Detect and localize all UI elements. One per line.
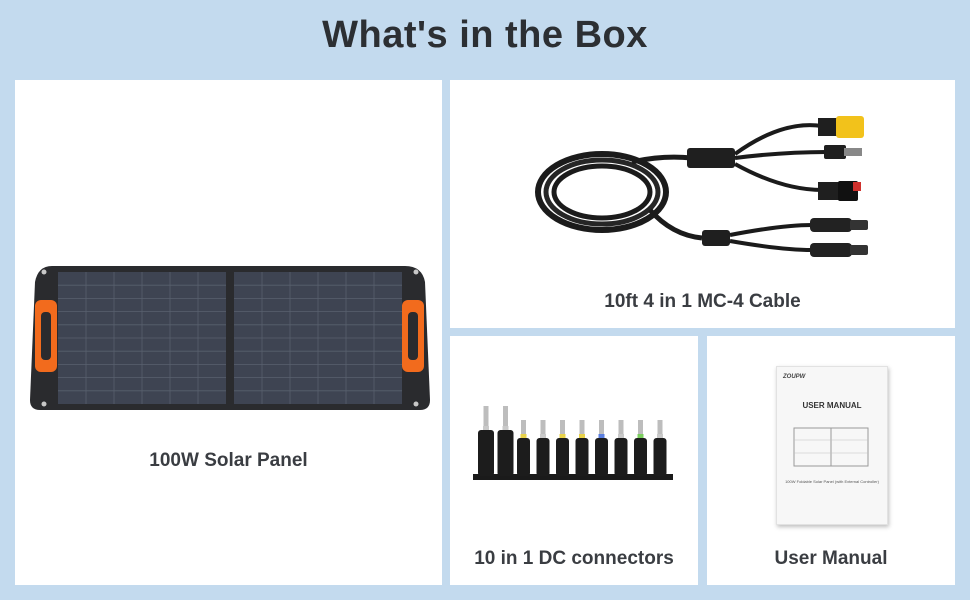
dc-connector-color-ring bbox=[502, 426, 509, 430]
dc-connector-color-ring bbox=[579, 434, 585, 438]
dc-connector-color-ring bbox=[598, 434, 605, 438]
dc-connector-pin bbox=[560, 420, 565, 438]
manual-panel-sketch bbox=[793, 427, 869, 467]
dc-connector-body bbox=[556, 438, 569, 476]
dc-connector-pin bbox=[579, 420, 585, 438]
dc-connector-color-ring bbox=[618, 434, 624, 438]
dc-connectors-caption: 10 in 1 DC connectors bbox=[474, 548, 674, 569]
dc-connector-body bbox=[536, 438, 550, 476]
dc-connector-body bbox=[614, 438, 628, 476]
user-manual-card: ZOUPW USER MANUAL 100W Foldable Solar Pa… bbox=[707, 336, 955, 585]
mc4-cable-image bbox=[535, 116, 868, 257]
dc-connector-pin bbox=[521, 420, 526, 438]
dc-connector-pin bbox=[503, 406, 508, 430]
dc-connector-color-ring bbox=[637, 434, 644, 438]
dc-connector-body bbox=[575, 438, 589, 476]
dc-connector-body bbox=[634, 438, 647, 476]
dc-connector-body bbox=[478, 430, 494, 476]
user-manual-image: ZOUPW USER MANUAL 100W Foldable Solar Pa… bbox=[776, 366, 888, 525]
dc-connectors-card: 10 in 1 DC connectors bbox=[450, 336, 698, 585]
user-manual-caption: User Manual bbox=[774, 548, 888, 569]
dc-connector-body bbox=[517, 438, 530, 476]
manual-subtitle: 100W Foldable Solar Panel (with External… bbox=[785, 479, 879, 484]
dc-connector-pin bbox=[657, 420, 663, 438]
page-title: What's in the Box bbox=[322, 14, 648, 56]
dc-connector-pin bbox=[618, 420, 624, 438]
solar-panel-card: 100W Solar Panel bbox=[15, 80, 442, 585]
cable-caption: 10ft 4 in 1 MC-4 Cable bbox=[604, 291, 801, 312]
dc-connector-body bbox=[653, 438, 667, 476]
dc-connector-pin bbox=[540, 420, 546, 438]
cable-card: 10ft 4 in 1 MC-4 Cable bbox=[450, 80, 955, 328]
dc-connector-color-ring bbox=[540, 434, 546, 438]
solar-panel-image bbox=[30, 266, 430, 410]
dc-connector-color-ring bbox=[559, 434, 566, 438]
manual-brand-logo: ZOUPW bbox=[783, 374, 806, 380]
manual-heading: USER MANUAL bbox=[802, 401, 862, 410]
dc-connector-pin bbox=[599, 420, 604, 438]
dc-connectors-image bbox=[473, 406, 673, 480]
dc-connector-body bbox=[497, 430, 514, 476]
dc-connector-pin bbox=[483, 406, 489, 430]
dc-connector-color-ring bbox=[520, 434, 527, 438]
solar-panel-caption: 100W Solar Panel bbox=[149, 450, 308, 471]
dc-connector-body bbox=[595, 438, 608, 476]
dc-connector-pin bbox=[638, 420, 643, 438]
dc-connector-color-ring bbox=[657, 434, 663, 438]
dc-connector-color-ring bbox=[483, 426, 489, 430]
